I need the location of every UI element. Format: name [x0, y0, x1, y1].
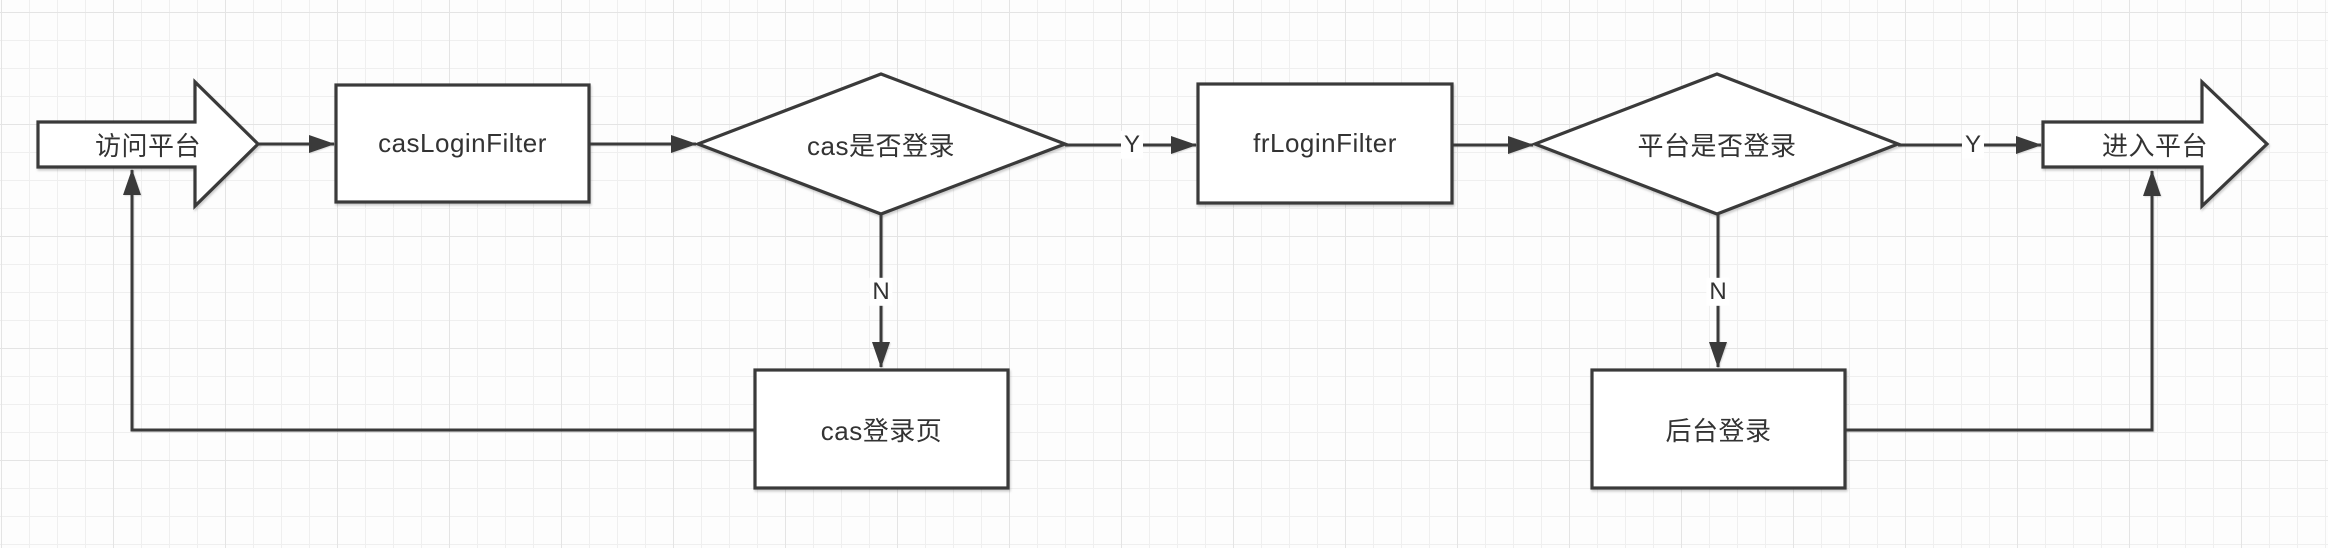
- node-start-block-arrow[interactable]: [36, 78, 261, 210]
- edge-casloginpage-loop-to-start[interactable]: [123, 169, 755, 432]
- edge-backendlogin-to-enter[interactable]: [1845, 170, 2161, 432]
- node-decision-platform-logged-in[interactable]: [1530, 72, 1903, 216]
- node-enter-block-arrow[interactable]: [2041, 78, 2270, 210]
- node-backend-login[interactable]: [1590, 368, 1847, 490]
- node-casloginfilter[interactable]: [334, 83, 591, 204]
- node-cas-login-page[interactable]: [753, 368, 1010, 490]
- node-frloginfilter[interactable]: [1196, 82, 1454, 205]
- node-decision-cas-logged-in[interactable]: [693, 72, 1070, 216]
